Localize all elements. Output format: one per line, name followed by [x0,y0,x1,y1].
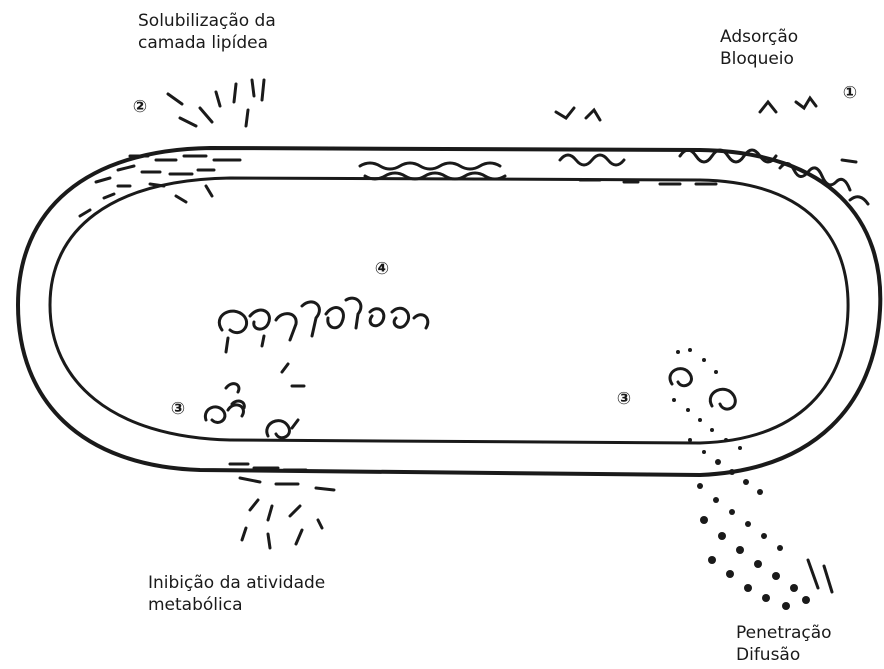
label-inhibition: Inibição da atividade metabólica [148,572,325,616]
marker-1: ① [838,82,862,106]
penetration-particles [672,348,810,610]
label-penetration-line2: Difusão [736,644,832,666]
label-solubilization: Solubilização da camada lipídea [138,10,276,54]
label-adsorption: Adsorção Bloqueio [720,26,798,70]
inhibition-particles [205,384,334,548]
label-solubilization-line1: Solubilização da [138,10,276,32]
label-penetration-line1: Penetração [736,622,832,644]
label-adsorption-line2: Bloqueio [720,48,798,70]
cell-wall [18,148,880,475]
label-inhibition-line1: Inibição da atividade [148,572,325,594]
label-solubilization-line2: camada lipídea [138,32,276,54]
label-inhibition-line2: metabólica [148,594,325,616]
marker-3-right: ③ [612,388,636,412]
interior-particles [219,298,428,386]
marker-2: ② [128,96,152,120]
marker-3-left: ③ [166,398,190,422]
label-adsorption-line1: Adsorção [720,26,798,48]
penetration-swirls [670,369,832,592]
marker-4: ④ [370,258,394,282]
label-penetration: Penetração Difusão [736,622,832,666]
